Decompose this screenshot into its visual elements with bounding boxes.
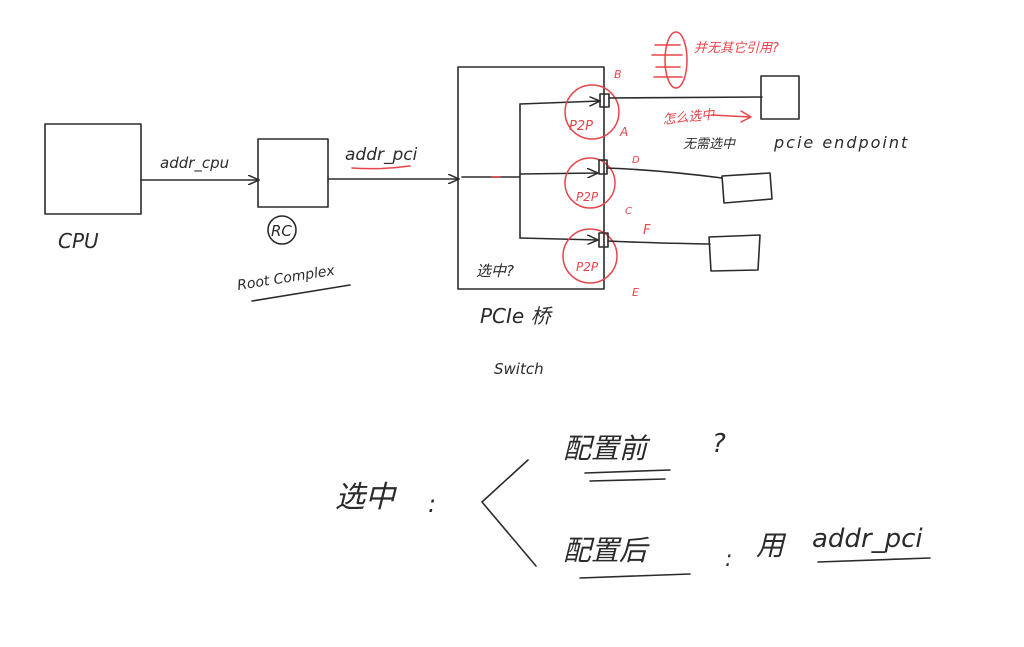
switch-route-e	[519, 238, 598, 240]
link-to-endpoint-3	[607, 240, 711, 245]
link-to-pcie-endpoint	[608, 96, 763, 99]
link-to-endpoint-2	[606, 167, 723, 179]
before-config-underline-2	[589, 478, 666, 482]
p2p-port-c-connector	[598, 159, 608, 175]
no-select-text: 无需选中	[683, 137, 736, 152]
switch-route-a	[519, 101, 600, 104]
p2p-port-c: P2P C D	[564, 155, 640, 217]
rc-badge-circle	[267, 215, 297, 245]
switch-node: 选中? PCIe 桥 Switch	[457, 66, 605, 378]
bottom-statement: 选中 : 配置前 ? 配置后 : 用 addr_pci	[335, 429, 931, 579]
p2p-port-a-label: P2P	[569, 119, 593, 134]
endpoint-3-box	[708, 234, 761, 272]
p2p-port-e-connector	[598, 232, 609, 248]
root-complex-node: RC Root Complex	[236, 138, 351, 302]
cpu-node: CPU	[44, 123, 142, 253]
before-config-branch: 配置前 ?	[563, 429, 726, 482]
bottom-brace	[481, 459, 537, 567]
red-annotations: 并无其它引用? 怎么选中 无需选中	[651, 31, 779, 152]
addr-pci-underline	[351, 165, 411, 170]
pcie-endpoint-box	[760, 75, 800, 120]
after-config-use-prefix: 用	[756, 529, 787, 562]
pcie-endpoint-node: pcie endpoint	[760, 75, 909, 152]
p2p-port-a-connector	[599, 93, 610, 108]
endpoint-2-box	[721, 172, 773, 204]
after-config-colon: :	[725, 547, 732, 572]
cpu-label: CPU	[58, 229, 99, 253]
p2p-port-c-label: P2P	[576, 190, 599, 204]
p2p-port-a-letter: A	[619, 125, 628, 139]
before-config-label: 配置前	[563, 432, 651, 465]
cpu-to-rc-link: addr_cpu	[140, 154, 259, 180]
addr-pci-label: addr_pci	[345, 145, 418, 165]
switch-title: PCIe 桥	[480, 304, 554, 328]
p2p-port-a-circle	[564, 84, 620, 140]
p2p-port-e-circle	[562, 228, 618, 284]
after-config-branch: 配置后 : 用 addr_pci	[563, 524, 931, 579]
endpoint-2-node	[721, 172, 773, 204]
p2p-port-c-top-letter: D	[632, 155, 640, 166]
cpu-box	[44, 123, 142, 215]
top-note-ellipse	[664, 31, 688, 89]
endpoint-3-node	[708, 234, 761, 272]
after-config-label: 配置后	[563, 534, 650, 567]
before-config-question: ?	[712, 429, 726, 459]
p2p-port-e: P2P E F	[562, 223, 651, 299]
addr-cpu-label: addr_cpu	[160, 154, 229, 173]
top-note-arrows	[651, 44, 683, 78]
p2p-port-a: P2P A B	[564, 68, 628, 140]
after-config-addr: addr_pci	[812, 524, 923, 554]
p2p-port-a-top-letter: B	[614, 68, 622, 81]
root-complex-box	[257, 138, 329, 208]
p2p-port-c-letter: C	[625, 206, 632, 217]
p2p-port-e-top-letter: F	[643, 223, 651, 238]
after-config-underline	[579, 573, 691, 579]
switch-internal-trunk	[461, 103, 521, 239]
switch-subtitle: Switch	[494, 360, 544, 378]
rc-badge-label: RC	[271, 222, 292, 240]
how-selected-text: 怎么选中	[662, 108, 716, 128]
bottom-colon: :	[428, 490, 436, 518]
bottom-selected-label: 选中	[335, 480, 398, 515]
top-note-text: 并无其它引用?	[694, 40, 779, 56]
pcie-endpoint-label: pcie endpoint	[773, 133, 909, 152]
rc-to-switch-link: addr_pci	[327, 145, 459, 179]
root-complex-underline	[251, 284, 351, 302]
how-selected-arrow	[711, 110, 752, 123]
switch-box	[457, 66, 605, 290]
endpoint-links	[606, 96, 763, 245]
after-config-addr-underline	[817, 557, 931, 563]
switch-route-c	[519, 173, 598, 174]
before-config-underline-1	[584, 469, 671, 474]
p2p-port-e-letter: E	[632, 286, 639, 299]
switch-question: 选中?	[476, 262, 514, 280]
p2p-port-c-circle	[564, 157, 616, 209]
p2p-port-e-label: P2P	[576, 260, 599, 274]
